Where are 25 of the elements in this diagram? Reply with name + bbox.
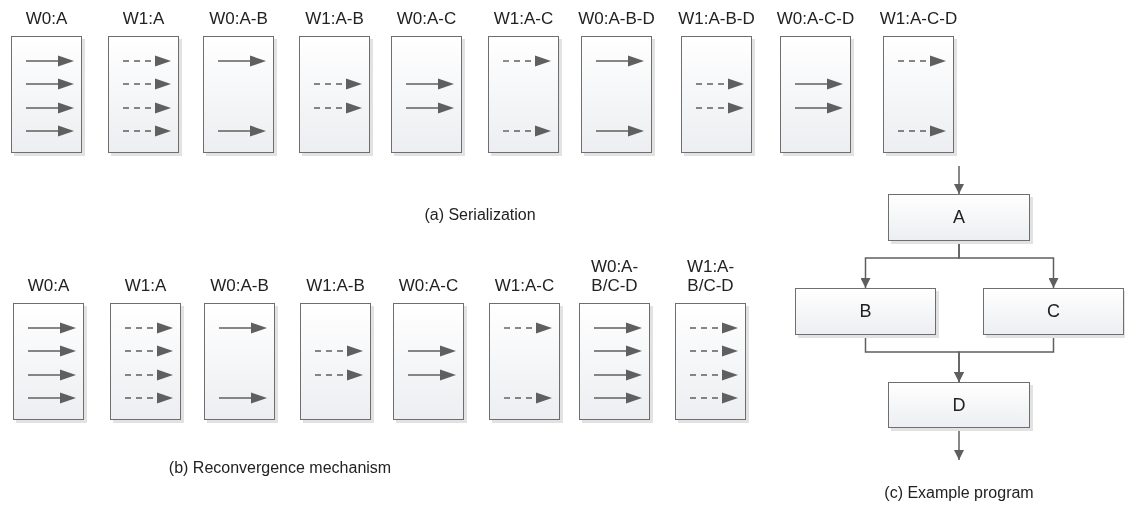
warp-label: W0:A-B-D — [577, 9, 656, 28]
process-box: C — [983, 288, 1124, 335]
warp-label: W1:A-B-D — [677, 9, 756, 28]
warp-label: W0:A-B — [209, 276, 270, 295]
warp-label: W0:A-C — [395, 9, 458, 28]
warp-label: W1:A-B/C-D — [685, 257, 736, 295]
warp-label: W0:A-B/C-D — [589, 257, 640, 295]
process-box: D — [888, 382, 1030, 428]
warp-label: W0:A — [24, 9, 69, 28]
warp-label: W1:A — [123, 276, 168, 295]
process-box: A — [888, 194, 1030, 241]
caption: (a) Serialization — [424, 206, 536, 224]
warp-label: W1:A-B — [304, 9, 365, 28]
process-box: B — [795, 288, 936, 335]
warp-label: W1:A-B — [305, 276, 366, 295]
warp-label: W0:A — [26, 276, 71, 295]
warp-label: W0:A-B — [208, 9, 269, 28]
warp-label: W0:A-C — [397, 276, 460, 295]
warp-label: W1:A-C-D — [878, 9, 959, 28]
warp-label: W1:A-C — [493, 276, 556, 295]
arrow — [954, 165, 964, 195]
warp-label: W1:A — [121, 9, 166, 28]
caption: (c) Example program — [884, 484, 1034, 502]
caption: (b) Reconvergence mechanism — [168, 459, 392, 477]
warp-label: W0:A-C-D — [775, 9, 856, 28]
